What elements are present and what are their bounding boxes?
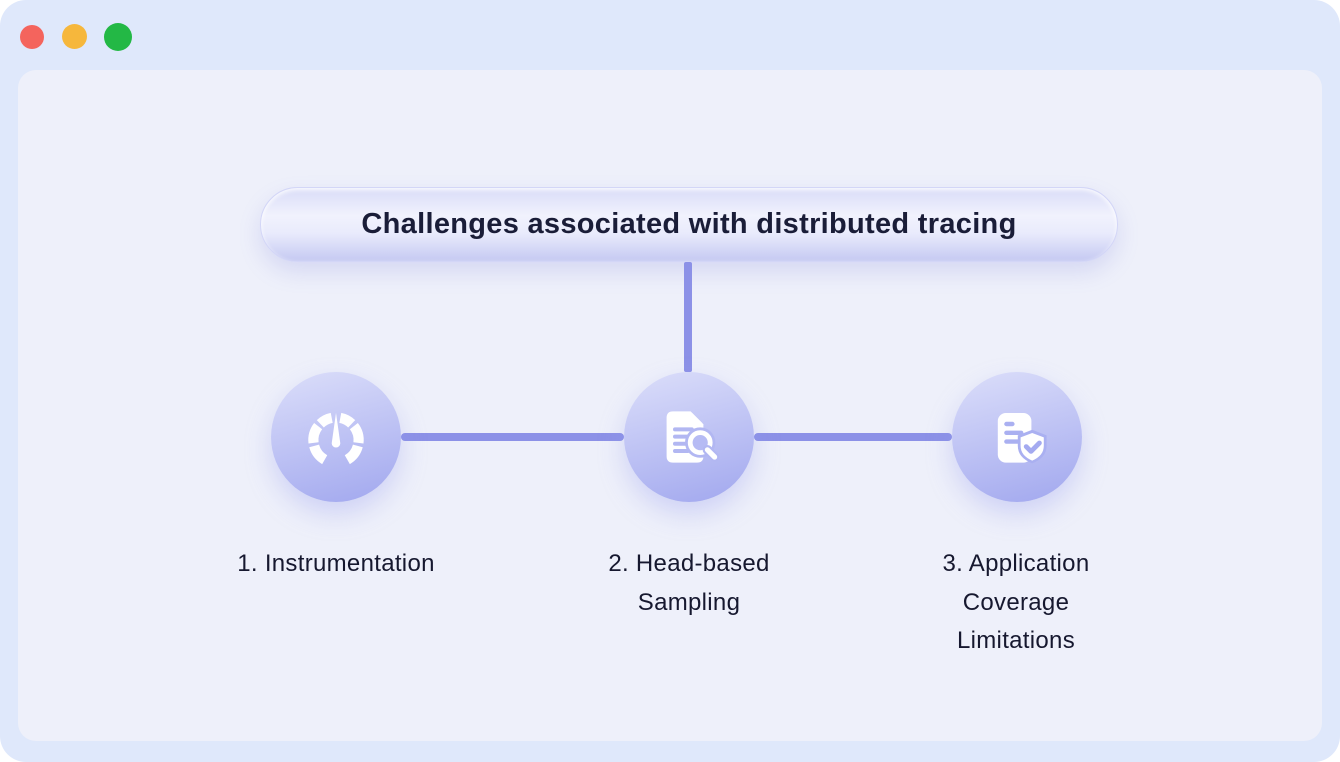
node-label-line: 2. Head-based bbox=[608, 550, 770, 577]
diagram-title-pill: Challenges associated with distributed t… bbox=[260, 187, 1118, 262]
diagram-title: Challenges associated with distributed t… bbox=[361, 208, 1017, 240]
document-shield-check-icon bbox=[997, 413, 1047, 464]
node-label-line: Coverage bbox=[962, 588, 1070, 616]
minimize-button[interactable] bbox=[62, 24, 87, 49]
window-titlebar bbox=[0, 0, 1340, 70]
connector-horizontal-2 bbox=[754, 433, 952, 441]
node-circle-instrumentation bbox=[271, 372, 401, 502]
close-button[interactable] bbox=[20, 25, 44, 49]
node-label-head-based-sampling: 2. Head-based Sampling bbox=[539, 545, 839, 622]
node-label-line: 3. Application bbox=[942, 550, 1090, 577]
connector-horizontal-1 bbox=[401, 433, 624, 441]
speedometer-icon bbox=[308, 412, 364, 465]
node-label-application-coverage: 3. Application Coverage Limitations bbox=[866, 545, 1166, 661]
zoom-button[interactable] bbox=[104, 23, 132, 51]
node-circle-head-based-sampling bbox=[624, 372, 754, 502]
node-label-line: Limitations bbox=[956, 627, 1075, 654]
node-circle-application-coverage bbox=[952, 372, 1082, 502]
diagram-panel: Challenges associated with distributed t… bbox=[18, 70, 1322, 741]
node-label-instrumentation: 1. Instrumentation bbox=[166, 545, 506, 584]
node-label-line: Sampling bbox=[637, 588, 741, 616]
document-search-icon bbox=[666, 411, 720, 463]
node-label-line: 1. Instrumentation bbox=[237, 550, 435, 577]
connector-vertical bbox=[684, 262, 692, 372]
